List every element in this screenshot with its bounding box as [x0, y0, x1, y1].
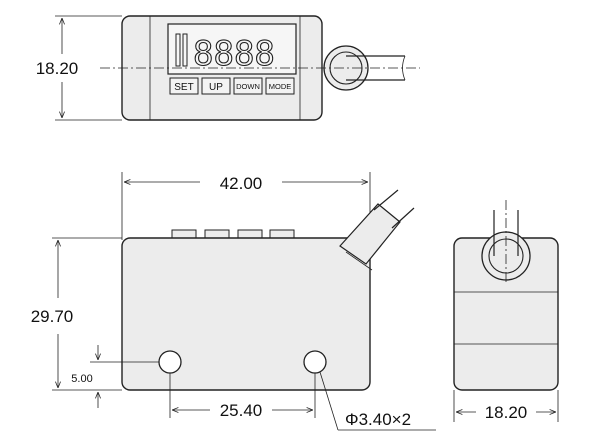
- front-cable: [373, 189, 415, 229]
- front-button-2: [204, 229, 230, 239]
- up-button-label: UP: [209, 82, 223, 93]
- front-button-4: [269, 229, 295, 239]
- down-button-label: DOWN: [236, 82, 260, 91]
- down-button[interactable]: [233, 77, 263, 95]
- front-cable-gland: [339, 203, 401, 265]
- dim-side-width: 18.20: [485, 403, 528, 422]
- front-button-1: [171, 229, 197, 239]
- up-button[interactable]: [201, 77, 231, 95]
- front-view-body: [121, 237, 371, 391]
- top-view: 8888 SET UP DOWN MODE 18.20: [36, 15, 420, 121]
- dim-width: 42.00: [220, 174, 263, 193]
- front-view: 42.00 29.70 5.00 25.40: [31, 172, 436, 431]
- hole-callout: Φ3.40×2: [345, 410, 411, 429]
- side-cable: [493, 210, 519, 256]
- display-window: [167, 23, 297, 75]
- set-button-label: SET: [174, 82, 193, 93]
- cable-top: [346, 55, 405, 81]
- mode-button[interactable]: [265, 77, 295, 95]
- mode-button-label: MODE: [269, 82, 292, 91]
- dim-hole-spacing: 25.40: [220, 401, 263, 420]
- mounting-hole-right: [303, 350, 327, 374]
- dim-front-height: 29.70: [31, 307, 74, 326]
- side-view: 18.20: [453, 200, 559, 422]
- set-button[interactable]: [169, 77, 199, 95]
- hole-leader: [319, 371, 339, 431]
- mounting-hole-left: [158, 350, 182, 374]
- dim-hole-offset: 5.00: [71, 373, 92, 385]
- dim-top-height: 18.20: [36, 59, 79, 78]
- front-button-3: [237, 229, 263, 239]
